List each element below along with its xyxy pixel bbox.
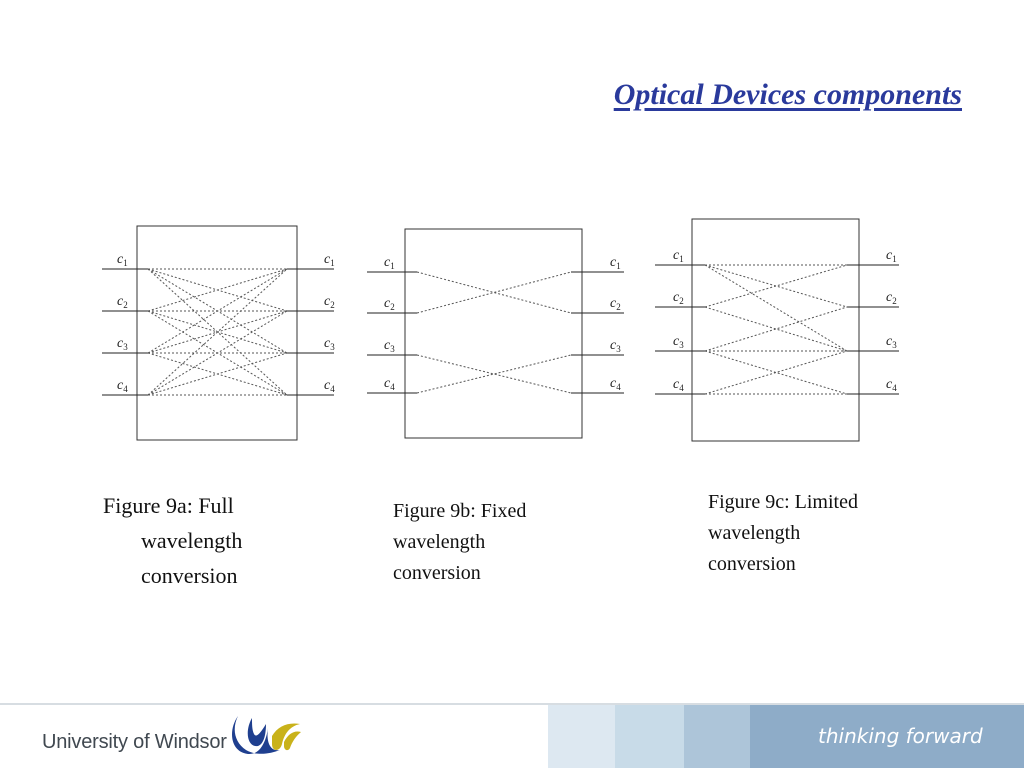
caption-line: Figure 9c: Limited <box>708 491 858 513</box>
conversion-path <box>147 352 288 396</box>
figure-9a-caption: Figure 9a: Full wavelength conversion <box>103 488 303 593</box>
figure-9c-caption: Figure 9c: Limited wavelength conversion <box>708 487 908 580</box>
output-label: c1 <box>610 255 621 271</box>
converter-box <box>404 228 583 439</box>
output-label: c4 <box>610 376 621 392</box>
output-label: c3 <box>610 338 621 354</box>
footer-divider <box>0 703 1024 705</box>
footer-band-4 <box>750 705 1024 768</box>
input-label: c3 <box>117 336 128 352</box>
input-label: c1 <box>673 248 684 264</box>
conversion-path <box>147 268 288 396</box>
conversion-path <box>416 354 572 394</box>
footer <box>0 703 1024 768</box>
input-label: c1 <box>117 252 128 268</box>
caption-line: Figure 9a: Full <box>103 493 234 518</box>
caption-line: conversion <box>708 553 796 575</box>
conversion-path <box>704 264 848 308</box>
input-label: c3 <box>673 334 684 350</box>
output-label: c2 <box>610 296 621 312</box>
input-label: c4 <box>673 377 684 393</box>
caption-line: conversion <box>393 562 481 584</box>
uwindsor-wave-logo-icon <box>232 716 301 755</box>
conversion-path <box>704 350 848 395</box>
output-label: c3 <box>886 334 897 350</box>
conversion-path <box>704 264 848 352</box>
footer-band-1 <box>548 705 615 768</box>
output-label: c1 <box>886 248 897 264</box>
input-label: c4 <box>384 376 395 392</box>
slide-title: Optical Devices components <box>613 78 962 111</box>
input-label: c2 <box>117 294 128 310</box>
converter-box <box>136 225 298 441</box>
conversion-path <box>147 310 288 396</box>
output-label: c1 <box>324 252 335 268</box>
caption-line: conversion <box>141 563 238 588</box>
figure-9b-caption: Figure 9b: Fixed wavelength conversion <box>393 496 583 589</box>
caption-line: wavelength <box>708 522 801 544</box>
tagline: thinking forward <box>818 724 983 748</box>
input-label: c2 <box>384 296 395 312</box>
caption-line: wavelength <box>141 528 243 553</box>
conversion-path <box>416 354 572 394</box>
output-label: c4 <box>324 378 335 394</box>
conversion-path <box>704 306 848 352</box>
conversion-path <box>147 268 288 312</box>
conversion-path <box>704 306 848 352</box>
converter-box <box>691 218 860 442</box>
conversion-path <box>147 268 288 354</box>
conversion-path <box>416 271 572 314</box>
conversion-path <box>704 350 848 395</box>
caption-line: wavelength <box>393 531 486 553</box>
output-label: c4 <box>886 377 897 393</box>
footer-band-3 <box>684 705 750 768</box>
output-label: c3 <box>324 336 335 352</box>
output-label: c2 <box>324 294 335 310</box>
output-label: c2 <box>886 290 897 306</box>
university-name: University of Windsor <box>42 731 227 753</box>
conversion-path <box>416 271 572 314</box>
input-label: c4 <box>117 378 128 394</box>
input-label: c2 <box>673 290 684 306</box>
footer-band-2 <box>615 705 684 768</box>
caption-line: Figure 9b: Fixed <box>393 500 527 522</box>
input-label: c1 <box>384 255 395 271</box>
conversion-path <box>704 264 848 308</box>
input-label: c3 <box>384 338 395 354</box>
